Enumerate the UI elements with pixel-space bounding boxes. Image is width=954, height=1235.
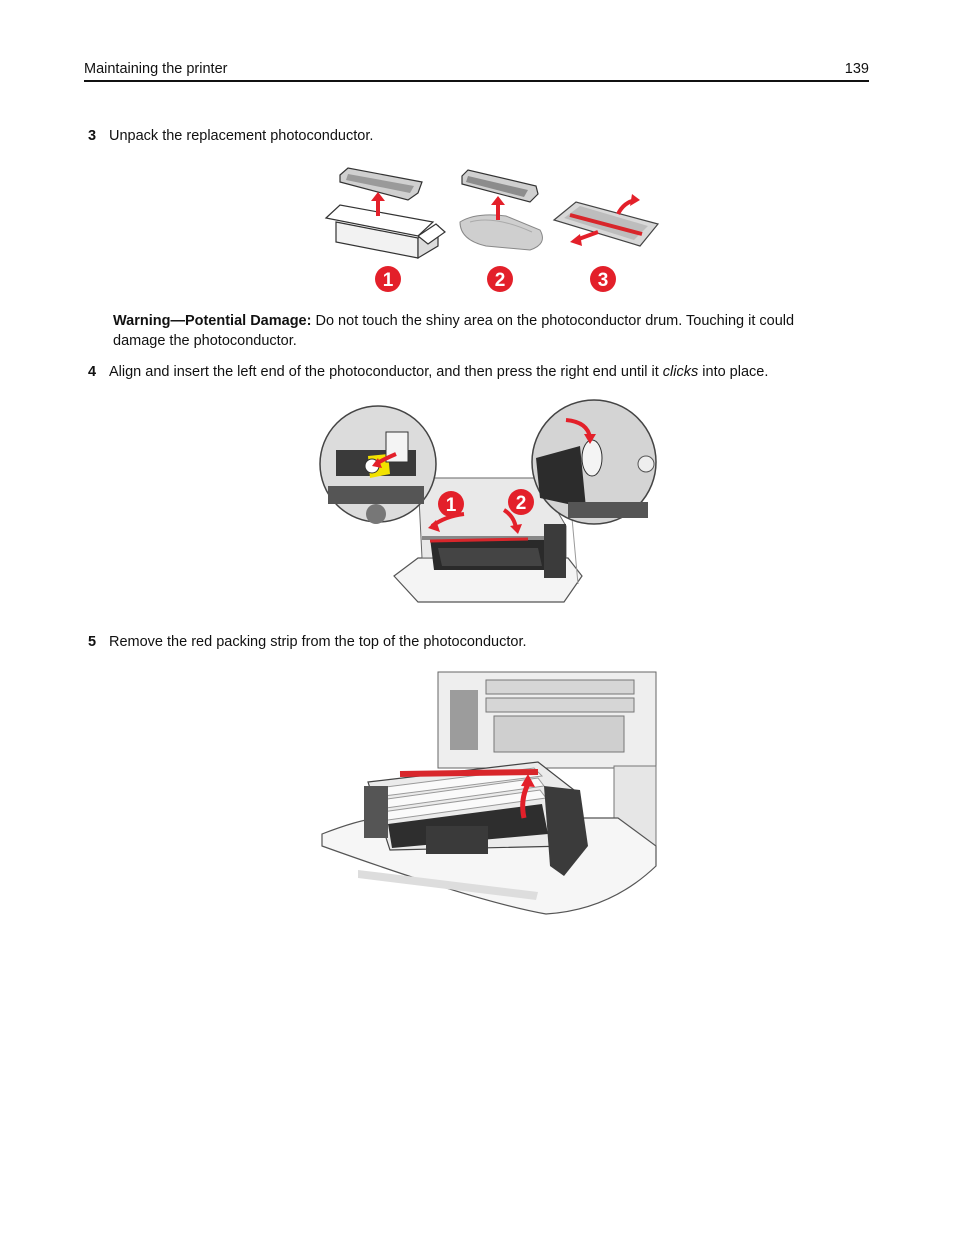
protective-bag <box>459 214 543 251</box>
printer-interior <box>437 671 657 847</box>
svg-text:1: 1 <box>446 495 457 516</box>
photoconductor-tray <box>552 201 660 247</box>
step-text: Remove the red packing strip from the to… <box>109 634 527 650</box>
warning-text: Do not touch the shiny area on the photo… <box>113 313 795 349</box>
warning-label: Warning—Potential Damage: <box>113 313 312 329</box>
svg-text:2: 2 <box>516 493 527 514</box>
step-number: 3 <box>88 128 97 144</box>
callout-badge-1: 1 <box>438 491 464 517</box>
step-5: 5 Remove the red packing strip from the t… <box>88 632 527 652</box>
step-number: 4 <box>88 364 97 380</box>
insert-illustration: 1 2 <box>319 399 657 603</box>
step-3: 3 Unpack the replacement photoconductor. <box>88 126 373 146</box>
header-rule <box>84 80 869 82</box>
callout-badge-2: 2 <box>508 489 534 515</box>
callout-badge-3: 3 <box>590 266 616 292</box>
step-text-after: into place. <box>698 364 769 380</box>
svg-text:2: 2 <box>495 270 506 291</box>
step-number: 5 <box>88 634 97 650</box>
photoconductor-unit-1 <box>339 167 423 201</box>
step-text: Unpack the replacement photoconductor. <box>109 128 374 144</box>
step-4: 4 Align and insert the left end of the ph… <box>88 362 768 382</box>
unpack-illustration: 1 2 3 <box>324 167 660 292</box>
svg-text:3: 3 <box>598 270 609 291</box>
step-text-emphasis: clicks <box>662 364 699 380</box>
page-number: 139 <box>844 61 869 77</box>
callout-badge-2: 2 <box>487 266 513 292</box>
callout-badge-1: 1 <box>375 266 401 292</box>
running-header-section: Maintaining the printer <box>84 61 228 77</box>
shipping-box <box>324 204 446 260</box>
remove-strip-illustration <box>321 671 657 915</box>
photoconductor-unit-2 <box>461 169 539 203</box>
left-end-detail-inset <box>319 405 437 524</box>
red-packing-strip <box>399 769 539 777</box>
step-text-before: Align and insert the left end of the pho… <box>109 364 663 380</box>
right-end-detail-inset <box>531 399 657 525</box>
svg-text:1: 1 <box>383 270 394 291</box>
warning-note: Warning—Potential Damage: Do not touch t… <box>113 311 843 351</box>
